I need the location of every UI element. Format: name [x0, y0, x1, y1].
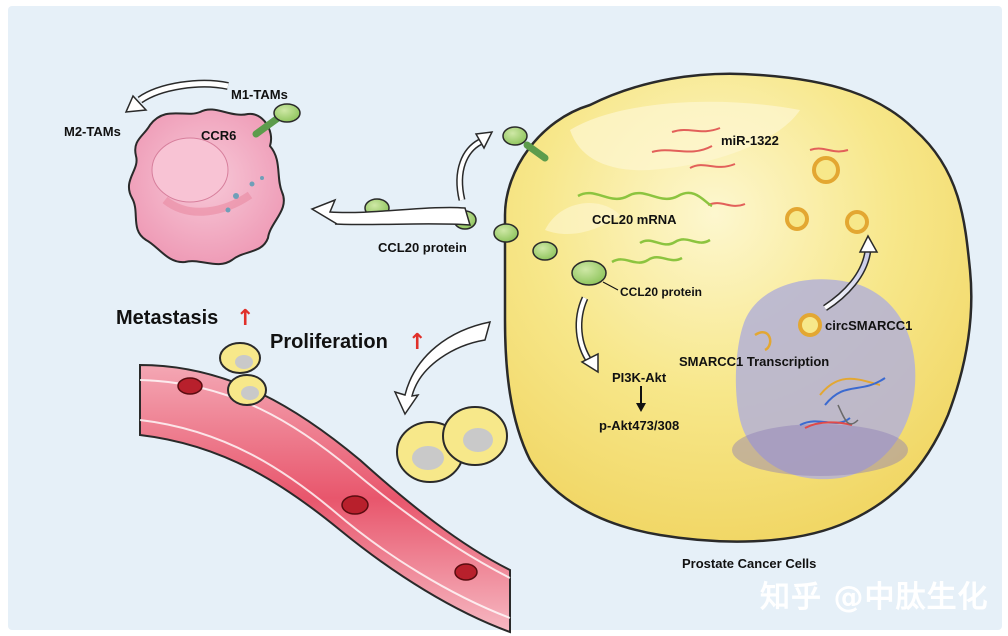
mir1322-label: miR-1322: [721, 133, 779, 148]
ccl20-mrna-label: CCL20 mRNA: [592, 212, 677, 227]
transcript-strand: [754, 331, 772, 352]
metastasizing-cell: [219, 342, 267, 406]
p-akt-label: p-Akt473/308: [599, 418, 679, 433]
ccl20-protein-inside-label: CCL20 protein: [620, 285, 702, 299]
smarcc1-transcription-label: SMARCC1 Transcription: [679, 354, 829, 369]
circsmarcc1-export-arrow: [823, 234, 879, 311]
ccr6-receptor: [252, 103, 301, 138]
red-blood-cell: [341, 495, 369, 515]
dna-helix: [799, 377, 886, 429]
m1-to-m2-arrow: [124, 79, 229, 113]
ccl20-to-macrophage-arrow: [310, 198, 472, 226]
mrna-strands: [577, 191, 713, 264]
macrophage-cell: [127, 108, 285, 265]
proliferation-label: Proliferation: [270, 331, 388, 353]
m2-tams-label: M2-TAMs: [64, 124, 121, 139]
dividing-cells: [396, 406, 508, 483]
pi3k-to-pakt-arrow: [636, 386, 646, 412]
watermark-text: 知乎 @中肽生化: [760, 580, 988, 615]
proliferation-up-arrow: ↑: [408, 330, 426, 355]
metastasis-up-arrow: ↑: [236, 306, 254, 331]
blood-vessel: [139, 363, 511, 634]
ccl20-pointer-line: [602, 281, 619, 291]
ccl20-to-receptor-arrow: [456, 131, 494, 201]
circsmarcc1-label: circSMARCC1: [825, 318, 912, 333]
ccl20-protein-outside-label: CCL20 protein: [378, 240, 467, 255]
proliferation-arrow: [393, 321, 492, 416]
prostate-cancer-cells-label: Prostate Cancer Cells: [682, 556, 816, 571]
mirna-strands: [651, 127, 849, 207]
red-blood-cell: [177, 377, 203, 395]
metastasis-label: Metastasis: [116, 307, 218, 329]
membrane-receptor: [502, 126, 549, 162]
circrna-rings: [785, 156, 869, 337]
red-blood-cell: [454, 563, 478, 581]
ccl20-to-pi3k-arrow: [575, 296, 599, 374]
pi3k-akt-label: PI3K-Akt: [612, 370, 667, 385]
ccr6-label: CCR6: [201, 128, 236, 143]
m1-tams-label: M1-TAMs: [231, 87, 288, 102]
nucleus: [732, 279, 916, 480]
